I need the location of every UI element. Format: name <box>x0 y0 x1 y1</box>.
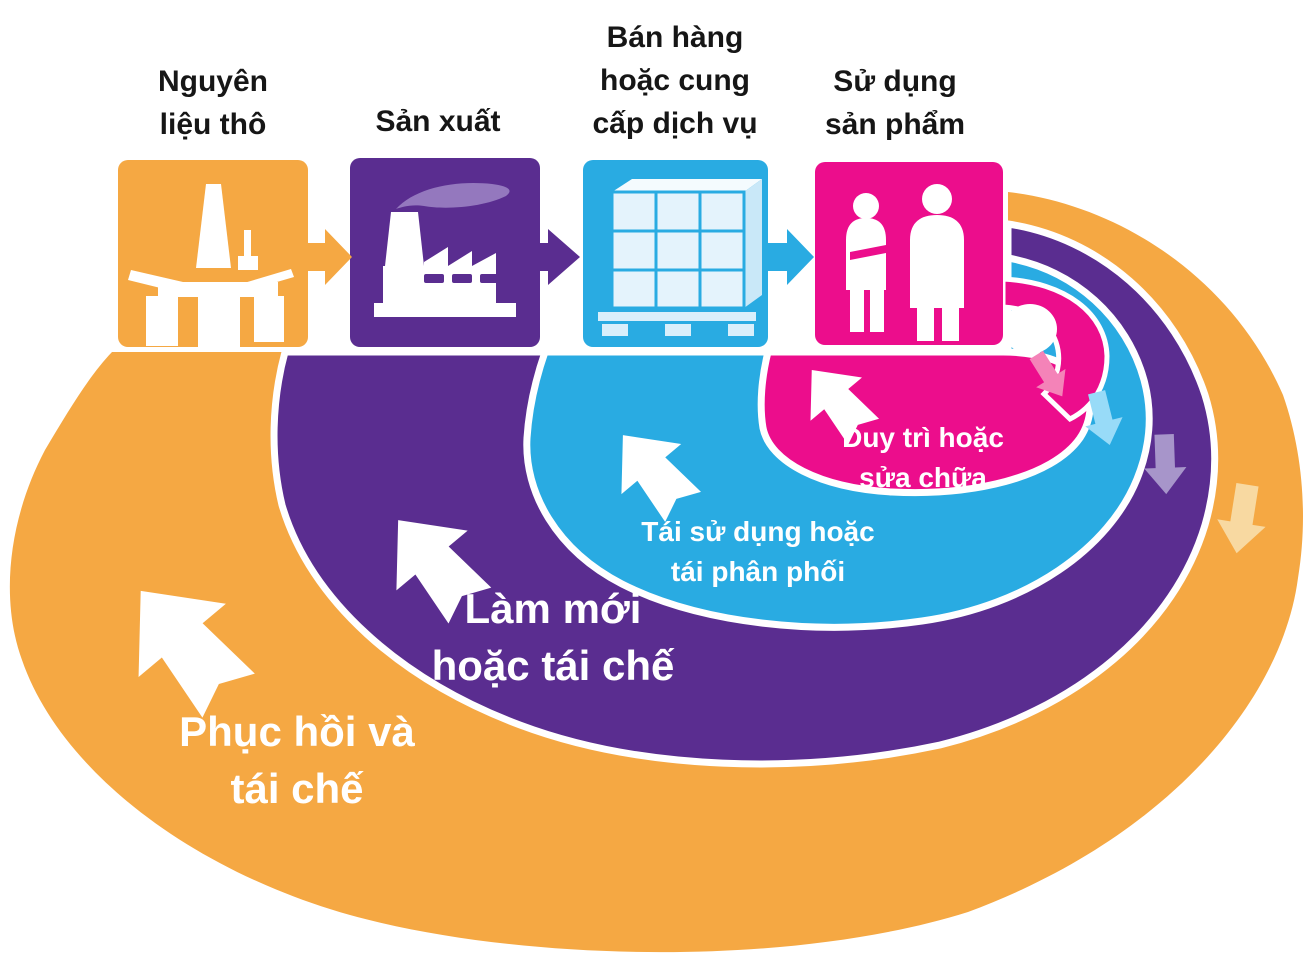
loop-label-line: Phục hồi và <box>179 708 415 755</box>
loop-label-reuse: Tái sử dụng hoặc tái phân phối <box>641 512 874 592</box>
loop-label-line: tái phân phối <box>670 556 846 587</box>
loop-arrow-refurbish-icon <box>396 520 492 624</box>
stage-label-use: Sử dụng sản phẩm <box>825 60 965 146</box>
loop-label-refurbish: Làm mới hoặc tái chế <box>432 580 675 694</box>
stage-label-line: cấp dịch vụ <box>592 107 758 140</box>
loop-label-line: hoặc tái chế <box>431 642 675 689</box>
stage-label-line: liệu thô <box>159 108 267 141</box>
cascade-arrow-blue-icon <box>1085 390 1123 446</box>
loop-label-line: Tái sử dụng hoặc <box>641 516 875 547</box>
stage-label-manufacturing: Sản xuất <box>375 100 500 143</box>
cascade-arrow-purple-icon <box>1144 434 1187 495</box>
cascade-arrow-pink-icon <box>1029 350 1066 397</box>
stage-label-line: Nguyên <box>157 65 269 98</box>
stage-label-sales: Bán hàng hoặc cung cấp dịch vụ <box>592 16 757 145</box>
loop-arrow-maintain-icon <box>810 369 880 445</box>
loop-label-recover: Phục hồi và tái chế <box>179 703 415 817</box>
maintain-loop-notch <box>1003 304 1057 354</box>
factory-smoke <box>396 183 510 209</box>
loop-label-line: tái chế <box>230 765 364 812</box>
loop-arrow-recover-icon <box>138 590 255 718</box>
oil-rig-icon <box>128 184 294 352</box>
flow-arrow-manufacturing-to-sales <box>521 229 580 285</box>
cascade-arrow-cream-icon <box>1217 483 1266 554</box>
stage-square-use <box>815 162 1003 345</box>
pallet-boxes-icon <box>598 179 762 336</box>
stage-label-raw-materials: Nguyên liệu thô <box>158 60 268 146</box>
stage-label-line: Sản xuất <box>375 105 501 138</box>
loop-label-line: Duy trì hoặc <box>842 422 1004 453</box>
loop-label-line: Làm mới <box>464 585 642 632</box>
flow-arrow-sales-to-use <box>760 229 814 285</box>
people-icon <box>846 184 964 341</box>
factory-icon <box>374 183 516 317</box>
flow-arrow-raw-to-manufacturing <box>299 229 352 285</box>
stage-label-line: Sử dụng <box>833 65 957 98</box>
crossed-arms-accent <box>850 245 886 260</box>
loop-label-line: sửa chữa <box>859 462 987 493</box>
stage-label-line: hoặc cung <box>599 64 751 97</box>
factory-windows <box>424 274 500 283</box>
loop-arrow-reuse-icon <box>621 435 701 522</box>
stage-label-line: Bán hàng <box>606 21 744 54</box>
loop-label-maintain: Duy trì hoặc sửa chữa <box>842 418 1004 498</box>
stage-label-line: sản phẩm <box>824 108 966 141</box>
